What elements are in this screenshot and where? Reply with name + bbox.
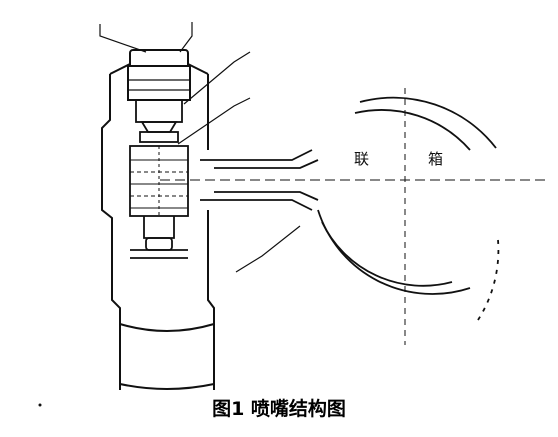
seal-assembly (135, 99, 183, 143)
figure-caption: 图1 喷嘴结构图 (212, 398, 346, 420)
nozzle-body (101, 63, 215, 390)
spring-core (129, 145, 189, 259)
top-nut (127, 49, 191, 101)
header-drum (317, 96, 500, 321)
nozzle-pipe (200, 149, 319, 211)
stray-dot (38, 403, 42, 407)
label-header-left: 联 (354, 150, 369, 168)
label-header-right: 箱 (428, 150, 443, 168)
leader-lines (99, 22, 301, 273)
